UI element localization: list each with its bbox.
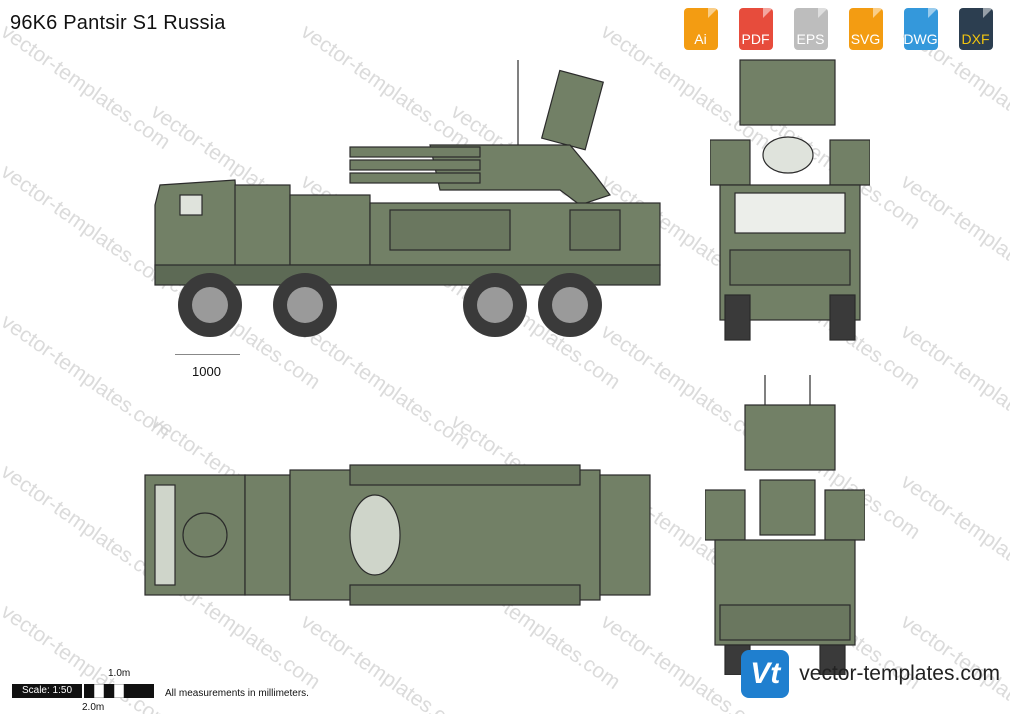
rear-view — [705, 375, 865, 675]
format-dwg-button[interactable]: DWG — [896, 8, 945, 50]
front-view — [710, 59, 870, 341]
format-svg-button[interactable]: SVG — [841, 8, 890, 50]
brand-link[interactable]: Vt vector-templates.com — [741, 650, 1000, 698]
scale-one-meter-label: 1.0m — [108, 668, 131, 679]
format-dxf-button[interactable]: DXF — [951, 8, 1000, 50]
format-pdf-button[interactable]: PDF — [731, 8, 780, 50]
side-view — [154, 60, 661, 355]
scale-bar — [84, 684, 154, 698]
watermark-text: vector-templates.com — [896, 320, 1010, 454]
watermark-text: vector-templates.com — [296, 610, 475, 714]
dimension-label: 1000 — [192, 364, 221, 379]
measurement-note: All measurements in millimeters. — [165, 688, 309, 699]
format-ai-button[interactable]: Ai — [676, 8, 725, 50]
format-label: EPS — [796, 31, 825, 47]
format-label: PDF — [741, 31, 770, 47]
format-eps-button[interactable]: EPS — [786, 8, 835, 50]
page-title: 96K6 Pantsir S1 Russia — [10, 12, 226, 34]
watermark-text: vector-templates.com — [896, 170, 1010, 304]
format-label: Ai — [694, 31, 707, 47]
format-label: DXF — [961, 31, 990, 47]
format-label: DWG — [903, 31, 938, 47]
scale-two-meter-label: 2.0m — [82, 702, 105, 713]
watermark-text: vector-templates.com — [896, 470, 1010, 604]
top-view — [144, 464, 651, 606]
scale-label: Scale: 1:50 — [12, 684, 82, 698]
format-label: SVG — [850, 31, 881, 47]
format-bar: Ai PDF EPS SVG DWG DXF — [676, 8, 1000, 50]
brand-site: vector-templates.com — [799, 662, 1000, 685]
brand-logo-icon: Vt — [741, 650, 790, 698]
wheels — [178, 273, 602, 337]
